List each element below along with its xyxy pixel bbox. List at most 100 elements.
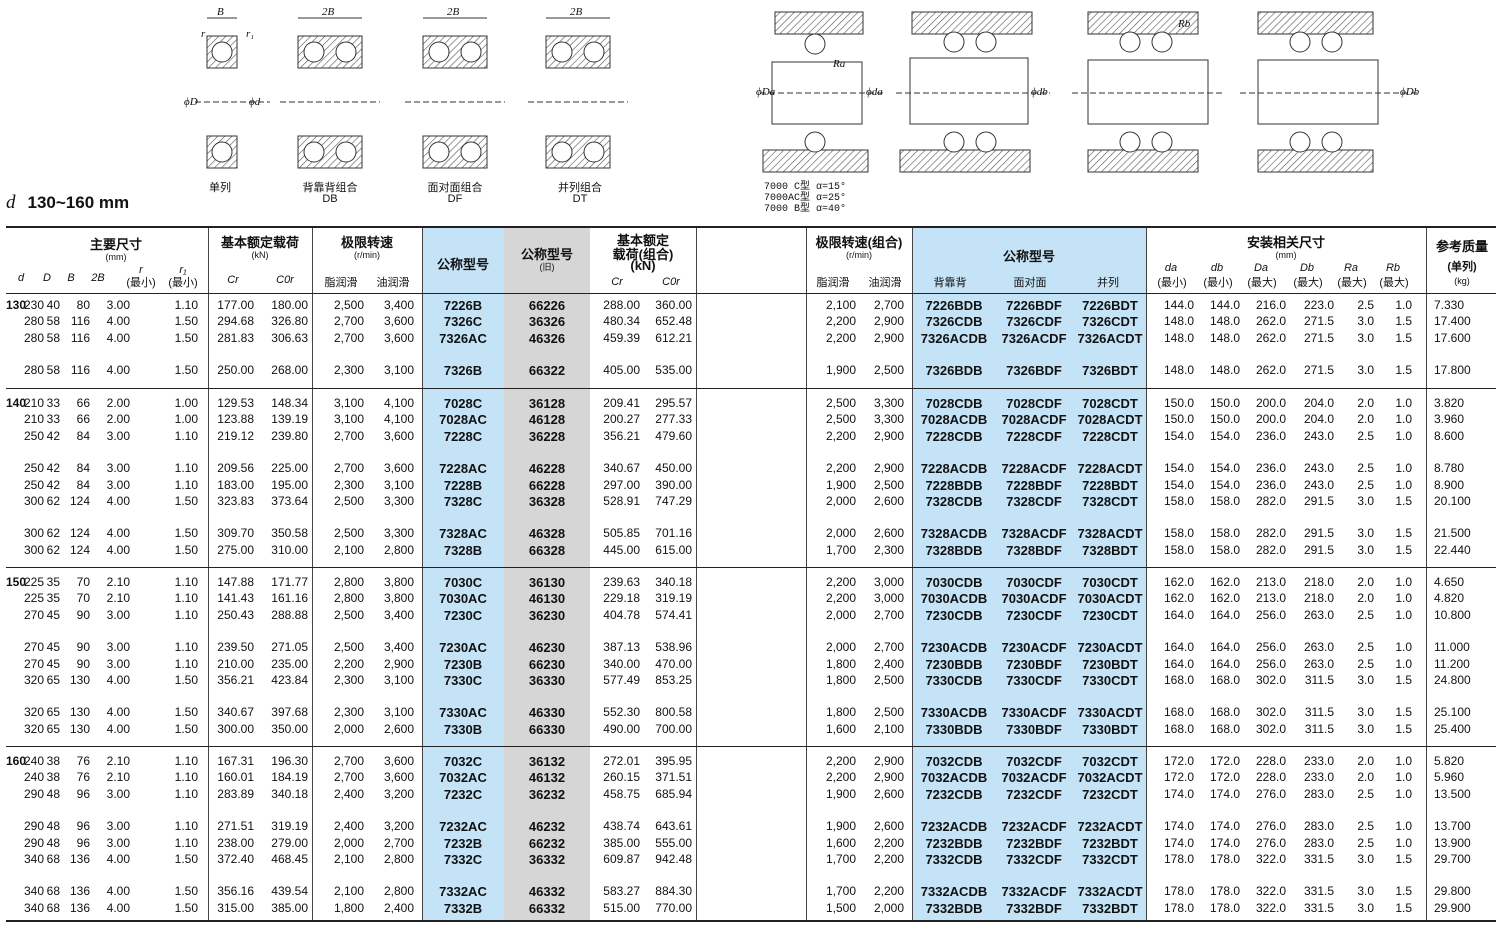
table-cell: 200.27 (603, 412, 640, 427)
header-col-cor-combo: C0r (662, 276, 680, 288)
table-cell: 250 (23, 461, 44, 476)
table-cell: 3.0 (1357, 526, 1374, 541)
table-cell: 1.0 (1395, 786, 1412, 801)
table-cell: 20.100 (1434, 493, 1471, 508)
table-cell: 2,700 (333, 428, 364, 443)
table-cell: 42 (46, 428, 60, 443)
table-cell: 340.18 (271, 786, 308, 801)
table-cell: 7330C (443, 672, 483, 688)
table-cell: 66322 (528, 363, 566, 379)
table-cell: 45 (46, 607, 60, 622)
table-cell: 174.0 (1163, 786, 1194, 801)
table-cell: 2,900 (383, 656, 414, 671)
table-cell: 306.63 (271, 330, 308, 345)
table-cell: 1,700 (825, 851, 856, 866)
table-cell: 2.00 (106, 412, 130, 427)
table-cell: 233.0 (1303, 770, 1334, 785)
table-cell: 147.88 (217, 575, 254, 589)
table-cell: 3.960 (1434, 412, 1465, 427)
header-col-Rb: Rb (1385, 262, 1401, 274)
table-cell: 158.0 (1209, 542, 1240, 557)
table-cell: 2,000 (825, 607, 856, 622)
table-cell: 4.00 (106, 526, 130, 541)
table-cell: 225.00 (271, 461, 308, 476)
table-cell: 2,800 (333, 591, 364, 606)
table-cell: 3,100 (383, 672, 414, 687)
table-cell: 177.00 (217, 298, 254, 312)
table-cell: 213.0 (1255, 591, 1286, 606)
table-cell: 240 (23, 770, 44, 785)
table-cell: 1.0 (1395, 835, 1412, 850)
table-cell: 7328BDF (1006, 542, 1062, 558)
table-cell: 3,600 (383, 314, 414, 329)
caption-db: 背靠背组合 (302, 182, 358, 194)
table-cell: 2,700 (873, 640, 904, 655)
label-phidb: ϕdb (1031, 86, 1048, 98)
table-cell: 340.18 (655, 575, 692, 589)
header-col-db: 背靠背 (933, 277, 967, 289)
caption-dt-code: DT (572, 193, 588, 205)
table-cell: 2.10 (106, 754, 130, 768)
table-cell: 3,000 (873, 591, 904, 606)
table-cell: 7030CDT (1082, 575, 1138, 590)
table-cell: 7326ACDF (1001, 330, 1067, 346)
table-cell: 7030CDB (925, 575, 983, 590)
table-cell: 7230CDF (1006, 607, 1062, 623)
table-cell: 2,000 (825, 493, 856, 508)
table-cell: 3.00 (106, 835, 130, 850)
table-cell: 1,700 (825, 542, 856, 557)
table-cell: 7328C (443, 493, 483, 509)
table-cell: 46328 (528, 526, 566, 542)
heading-range: 130~160 mm (27, 193, 130, 212)
table-cell: 1.10 (174, 607, 198, 622)
table-cell: 204.0 (1303, 396, 1334, 410)
table-cell: 7032C (443, 754, 483, 769)
back-to-back-diagram (280, 17, 380, 169)
table-cell: 40 (46, 298, 60, 312)
header-mass-unit: (kg) (1454, 276, 1470, 286)
table-cell: 7228BDB (925, 477, 983, 493)
table-cell: 36130 (528, 575, 566, 590)
table-cell: 2,700 (873, 298, 904, 312)
table-cell: 7032ACDT (1077, 770, 1143, 786)
table-cell: 3.00 (106, 819, 130, 834)
table-cell: 271.51 (217, 819, 254, 834)
table-cell: 445.00 (603, 542, 640, 557)
table-cell: 66330 (528, 721, 566, 737)
table-cell: 68 (46, 884, 60, 899)
table-cell: 643.61 (655, 819, 692, 834)
table-cell: 3,100 (383, 477, 414, 492)
table-cell: 158.0 (1163, 493, 1194, 508)
table-cell: 2.5 (1357, 786, 1374, 801)
table-cell: 96 (76, 786, 90, 801)
table-cell: 124 (69, 493, 90, 508)
table-cell: 7232B (443, 835, 483, 851)
table-cell: 468.45 (271, 851, 308, 866)
table-cell: 2,500 (333, 607, 364, 622)
table-cell: 90 (76, 607, 90, 622)
table-cell: 2.0 (1357, 591, 1374, 606)
table-cell: 148.0 (1163, 314, 1194, 329)
mounting-diagram-3 (1072, 11, 1222, 173)
table-cell: 7326CDT (1082, 314, 1138, 330)
header-load: 基本额定载荷 (220, 235, 299, 250)
table-cell: 311.5 (1304, 721, 1334, 736)
table-cell: 1.0 (1395, 298, 1412, 312)
column-divider (208, 226, 209, 922)
caption-df-code: DF (447, 193, 463, 205)
table-cell: 4.00 (106, 721, 130, 736)
table-cell: 7230C (443, 607, 483, 623)
table-cell: 3,300 (383, 493, 414, 508)
table-cell: 116 (70, 363, 90, 378)
table-cell: 46232 (528, 819, 566, 835)
table-cell: 7332C (443, 851, 483, 867)
table-cell: 1.10 (174, 640, 198, 655)
table-cell: 218.0 (1303, 575, 1334, 589)
table-cell: 280 (23, 314, 44, 329)
table-cell: 3.820 (1434, 396, 1465, 410)
table-cell: 90 (76, 640, 90, 655)
table-cell: 38 (46, 770, 60, 785)
table-cell: 310.00 (271, 542, 308, 557)
row-bore-d: 130 (6, 298, 27, 312)
